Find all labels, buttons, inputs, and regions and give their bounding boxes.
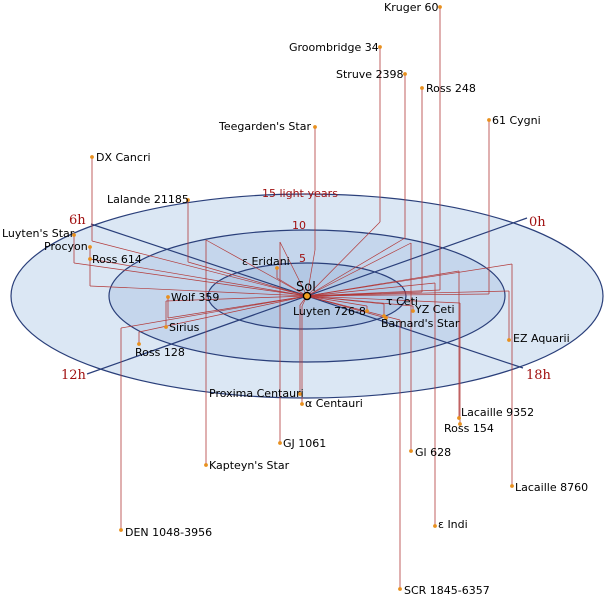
star-link-17 — [306, 295, 368, 307]
star-link-26 — [205, 239, 308, 297]
star-label-groombridge-34: Groombridge 34 — [289, 41, 379, 54]
star-marker-22 — [457, 416, 461, 420]
star-label-struve-2398: Struve 2398 — [336, 68, 404, 81]
star-label-kruger-60: Kruger 60 — [384, 1, 438, 14]
star-label-gj-1061: GJ 1061 — [283, 437, 326, 450]
star-label-den-1048-3956: DEN 1048-3956 — [125, 526, 212, 539]
star-marker-7 — [186, 198, 190, 202]
star-marker-18 — [384, 316, 388, 320]
star-marker-26 — [204, 463, 208, 467]
star-marker-24 — [278, 441, 282, 445]
star-link-13 — [165, 295, 308, 302]
star-label-ez-aquarii: EZ Aquarii — [513, 332, 570, 345]
star-label-teegardens-star: Teegarden's Star — [218, 120, 311, 133]
star-link-2 — [306, 237, 406, 297]
star-marker-27 — [510, 484, 514, 488]
star-marker-29 — [119, 528, 123, 532]
star-link-28 — [306, 282, 436, 297]
star-label-epsilon-eridani: ε Eridani — [242, 255, 290, 268]
star-marker-28 — [433, 524, 437, 528]
star-marker-5 — [313, 125, 317, 129]
star-label-dx-cancri: DX Cancri — [96, 151, 151, 164]
star-marker-16 — [411, 309, 415, 313]
star-marker-12 — [166, 295, 170, 299]
star-label-lacaille-8760: Lacaille 8760 — [515, 481, 588, 494]
star-link-24 — [279, 241, 308, 297]
star-link-1 — [306, 221, 381, 297]
star-label-wolf-359: Wolf 359 — [171, 291, 219, 304]
star-label-ross-248: Ross 248 — [426, 82, 476, 95]
ring-label-5: 5 — [299, 252, 306, 265]
star-marker-9 — [88, 245, 92, 249]
star-markers — [72, 5, 514, 591]
star-label-luyten-726-8: Luyten 726-8 — [293, 305, 366, 318]
star-link-10 — [89, 285, 308, 297]
direction-label-6h: 6h — [69, 213, 86, 228]
star-link-6 — [91, 240, 308, 297]
star-label-ross-128: Ross 128 — [135, 346, 185, 359]
star-marker-2 — [403, 72, 407, 76]
star-links — [73, 221, 513, 333]
star-label-ross-154: Ross 154 — [444, 422, 494, 435]
star-label-yz-ceti: YZ Ceti — [414, 303, 455, 316]
star-label-proxima-centauri: Proxima Centauri — [209, 387, 304, 400]
star-label-procyon: Procyon — [44, 240, 88, 253]
star-marker-23 — [458, 422, 462, 426]
star-marker-0 — [438, 5, 442, 9]
ring-label-10: 10 — [292, 219, 306, 232]
star-marker-10 — [88, 257, 92, 261]
star-marker-30 — [398, 587, 402, 591]
star-link-9 — [89, 258, 308, 297]
star-label-ross-614: Ross 614 — [92, 253, 142, 266]
star-marker-19 — [507, 338, 511, 342]
star-link-16 — [306, 295, 414, 307]
star-link-7 — [187, 261, 308, 297]
star-label-alpha-centauri: α Centauri — [305, 397, 363, 410]
star-link-25 — [306, 242, 412, 297]
star-link-27 — [306, 263, 513, 297]
star-marker-8 — [72, 233, 76, 237]
star-label-61-cygni: 61 Cygni — [492, 114, 541, 127]
star-marker-17 — [365, 309, 369, 313]
star-label-kapteyns-star: Kapteyn's Star — [209, 459, 290, 472]
star-marker-1 — [378, 45, 382, 49]
star-label-tau-ceti: τ Ceti — [386, 295, 418, 308]
star-marker-21 — [300, 402, 304, 406]
star-label-gl-628: Gl 628 — [415, 446, 451, 459]
direction-label-18h: 18h — [526, 368, 552, 383]
star-link-5 — [306, 249, 316, 297]
star-link-19 — [306, 290, 510, 297]
direction-label-12h: 12h — [61, 368, 87, 383]
star-label-barnards-star: Barnard's Star — [381, 317, 460, 330]
star-marker-6 — [90, 155, 94, 159]
star-link-23 — [306, 295, 461, 304]
sol-label: Sol — [296, 280, 316, 295]
star-drop-lines — [73, 7, 513, 589]
star-marker-4 — [487, 118, 491, 122]
star-label-luytens-star: Luyten's Star — [2, 227, 75, 240]
star-marker-3 — [420, 86, 424, 90]
star-marker-14 — [137, 342, 141, 346]
star-marker-11 — [275, 266, 279, 270]
star-label-lalande-21185: Lalande 21185 — [107, 193, 189, 206]
star-label-lacaille-9352: Lacaille 9352 — [461, 406, 534, 419]
direction-label-0h: 0h — [529, 215, 546, 230]
star-label-sirius: Sirius — [169, 321, 200, 334]
ring-label-15: 15 light-years — [262, 187, 338, 200]
star-marker-25 — [409, 449, 413, 453]
star-marker-13 — [164, 325, 168, 329]
star-link-8 — [73, 262, 308, 297]
star-label-scr-1845-6357: SCR 1845-6357 — [404, 584, 490, 597]
sol-marker — [302, 291, 312, 301]
star-link-29 — [120, 295, 308, 329]
star-marker-20 — [298, 392, 302, 396]
star-label-epsilon-indi: ε Indi — [438, 518, 468, 531]
